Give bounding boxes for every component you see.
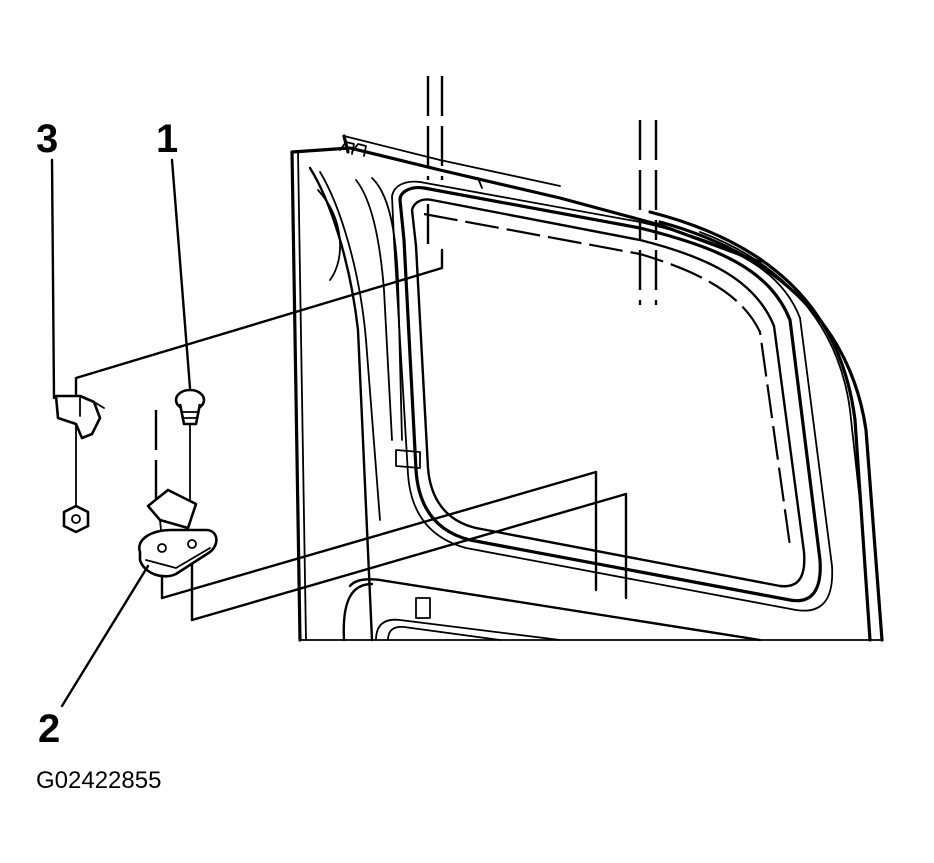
- part-3-clip: [54, 394, 105, 534]
- door-frame: [290, 134, 884, 642]
- callout-2: 2: [38, 564, 150, 751]
- figure-id: G02422855: [36, 767, 161, 794]
- svg-text:3: 3: [36, 117, 58, 161]
- callout-3: 3: [36, 117, 58, 400]
- part-1-push-pin: [174, 388, 206, 426]
- part-2-bracket: [138, 488, 218, 578]
- svg-text:2: 2: [38, 707, 60, 751]
- svg-text:1: 1: [156, 117, 178, 161]
- callout-1: 1: [156, 117, 192, 390]
- leader-lines: [74, 76, 658, 622]
